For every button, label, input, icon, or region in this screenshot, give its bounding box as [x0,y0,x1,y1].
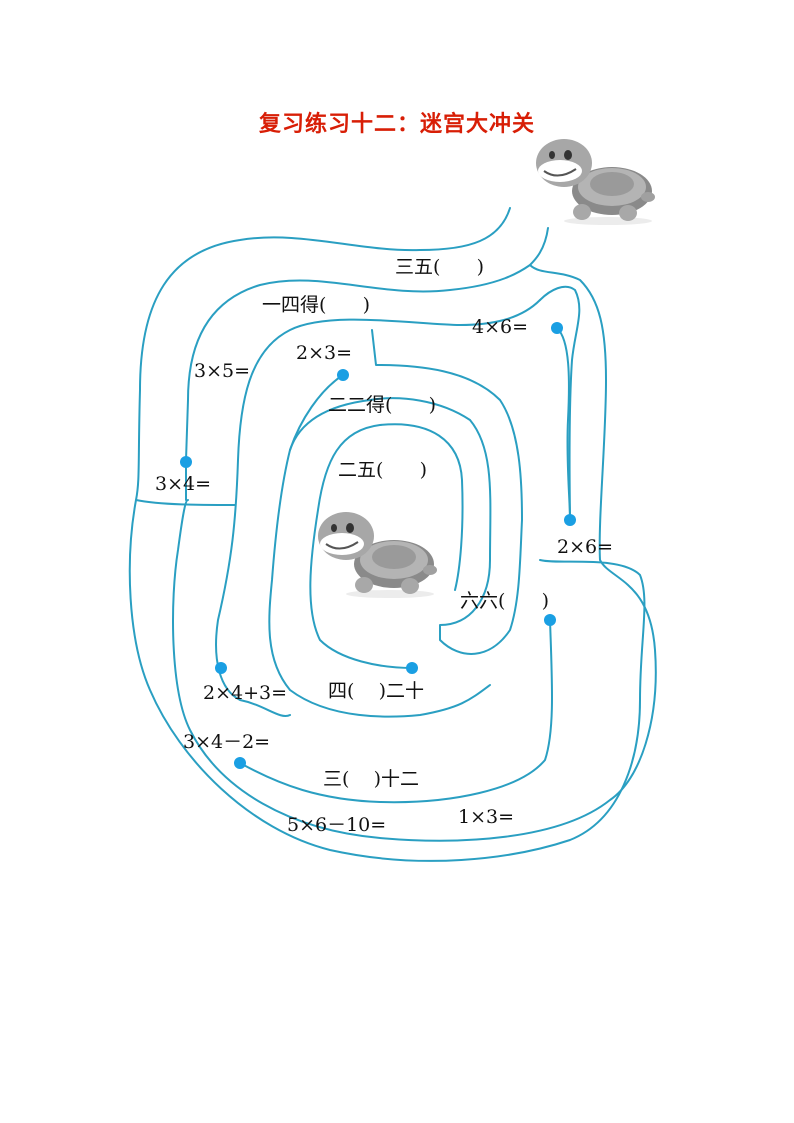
label-3x5: 3×5= [194,360,251,382]
maze-divider-left [135,499,236,506]
maze-wall-outer-left [128,207,646,862]
maze-dot-4x6 [551,322,563,334]
label-2x4plus3: 2×4+3= [203,682,288,704]
label-san-shier: 三( )十二 [323,768,419,790]
label-4x6: 4×6= [472,316,529,338]
label-sanwu: 三五( ) [395,256,485,278]
turtle-icon [318,512,437,598]
maze-dot-2x6 [564,514,576,526]
label-3x4minus2: 3×4－2= [183,731,271,753]
label-erer-dei: 二二得( ) [328,394,437,416]
maze-wall-outer-right [172,227,657,842]
label-2x6: 2×6= [557,536,614,558]
label-erwu: 二五( ) [338,459,428,481]
maze-dot-2x3 [337,369,349,381]
maze-wall-ring2-right [539,285,581,521]
maze-dot-center [406,662,418,674]
maze-dot-liuliu [544,614,556,626]
maze-wall-bottom [239,619,554,804]
maze-wall-right-connector [556,327,571,521]
maze-dot-3x4minus2 [234,757,246,769]
label-si-ershi: 四( )二十 [328,680,424,702]
turtle-icon [536,139,655,225]
page-title: 复习练习十二：迷宫大冲关 [258,112,535,137]
label-liuliu: 六六( ) [460,590,550,612]
label-3x4: 3×4= [155,473,212,495]
maze-wall-entry [185,264,531,461]
label-1x3: 1×3= [458,806,515,828]
maze-wall-ring3-upper [289,374,344,451]
label-yisidei: 一四得( ) [262,294,371,316]
maze-wall-center [309,423,464,669]
label-2x3: 2×3= [296,342,353,364]
label-5x6minus10: 5×6－10= [287,814,387,836]
maze-dot-2x4plus3 [215,662,227,674]
maze-dot-3x4 [180,456,192,468]
maze-wall-ring2 [215,299,541,717]
maze-wall-ring3 [268,329,523,718]
